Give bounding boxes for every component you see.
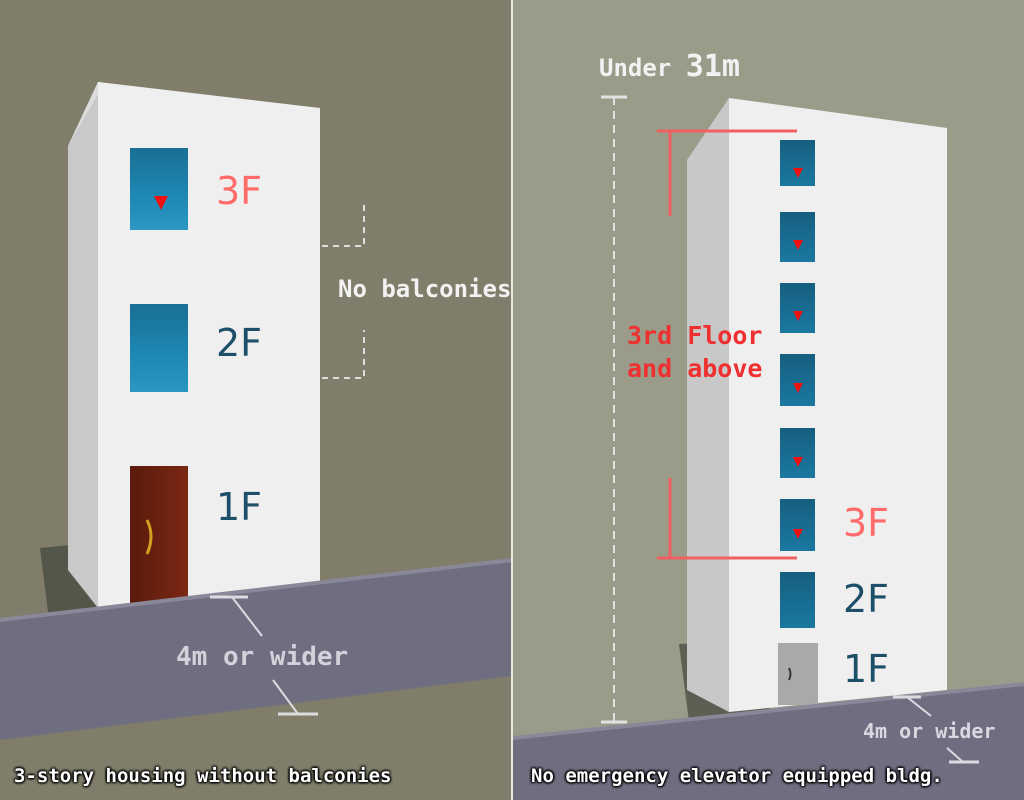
road-edge-top xyxy=(0,558,512,622)
right-illustration xyxy=(513,95,1024,800)
balcony-bracket-bottom xyxy=(322,330,365,379)
marker-3f-triangle xyxy=(154,196,168,210)
floor-range-label: 3rd Floor and above xyxy=(627,320,762,385)
window-3f xyxy=(130,148,188,230)
front-door xyxy=(130,466,188,608)
balcony-bracket-top xyxy=(322,204,365,247)
label-3f: 3F xyxy=(843,501,890,545)
road xyxy=(513,684,1024,800)
window-2f xyxy=(130,304,188,392)
label-2f: 2F xyxy=(843,577,890,621)
road-width-line-lower xyxy=(946,747,964,763)
label-2f: 2F xyxy=(216,321,263,365)
marker-triangle xyxy=(793,383,803,393)
door-handle xyxy=(788,667,792,681)
road-width-line-lower xyxy=(272,679,299,715)
road-width-line-upper xyxy=(906,696,932,717)
window-7f xyxy=(780,283,815,333)
height-limit-label: Under 31m xyxy=(599,52,740,82)
floor-range-line-1: 3rd Floor xyxy=(627,321,763,350)
marker-triangle xyxy=(793,240,803,250)
left-caption: 3-story housing without balconies xyxy=(14,765,392,787)
building-side-wall xyxy=(68,82,98,608)
building-side-wall xyxy=(687,98,729,712)
window-8f xyxy=(780,212,815,262)
front-door xyxy=(778,643,818,705)
marker-triangle xyxy=(793,529,803,539)
window-6f xyxy=(780,354,815,406)
left-illustration xyxy=(0,82,512,740)
marker-triangle xyxy=(793,311,803,321)
floor-range-line-2: and above xyxy=(627,353,763,383)
road-width-line-upper xyxy=(231,596,263,637)
height-prefix: Under xyxy=(599,54,672,82)
window-5f xyxy=(780,428,815,478)
window-4f xyxy=(780,499,815,551)
road-width-label: 4m or wider xyxy=(176,642,349,672)
no-balconies-label: No balconies xyxy=(338,275,512,303)
right-caption: No emergency elevator equipped bldg. xyxy=(531,765,943,787)
marker-triangle xyxy=(793,457,803,467)
door-handle xyxy=(145,519,153,555)
marker-triangle xyxy=(793,168,803,178)
panel-divider xyxy=(511,0,513,800)
label-1f: 1F xyxy=(216,485,263,529)
left-panel-3-story-house: 3F 2F 1F No balconies 4m or wider 3-stor… xyxy=(0,82,512,787)
road-width-label: 4m or wider xyxy=(863,719,996,743)
window-9f xyxy=(780,140,815,186)
window-2f xyxy=(780,572,815,628)
building-front-wall xyxy=(729,98,947,712)
label-1f: 1F xyxy=(843,647,890,691)
height-value: 31m xyxy=(685,49,740,84)
label-3f: 3F xyxy=(216,169,263,213)
right-panel-tall-building: Under 31m 3rd Floor and above 3F 2F 1F 4… xyxy=(513,0,1024,800)
